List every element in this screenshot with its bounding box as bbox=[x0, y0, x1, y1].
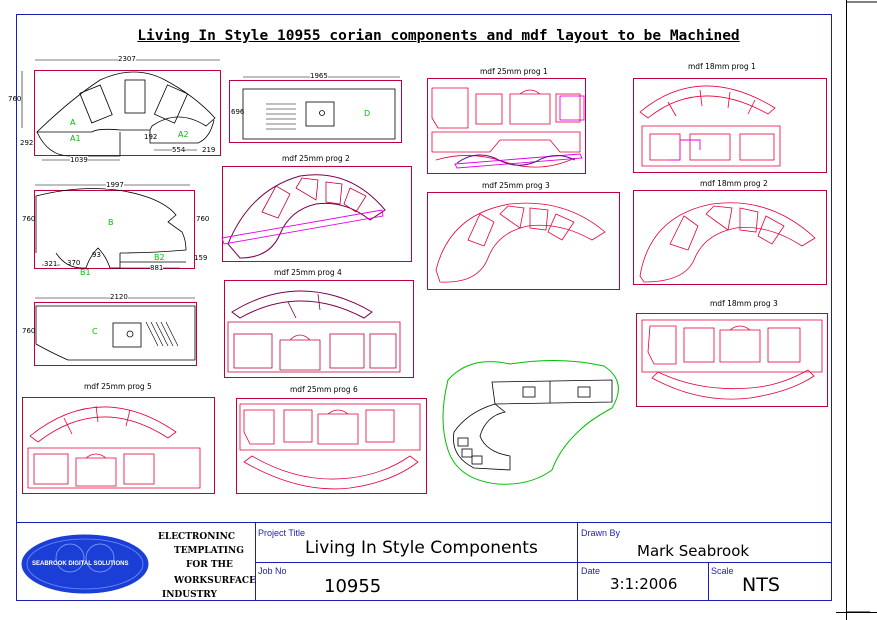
dim-c-width: 2120 bbox=[110, 293, 128, 301]
tagline-1: ELECTRONINC bbox=[158, 532, 236, 542]
project-title-label: Project Title bbox=[258, 528, 306, 538]
nest-mdf25-prog5 bbox=[22, 397, 215, 494]
company-logo bbox=[20, 533, 150, 595]
part-label-c: C bbox=[92, 327, 98, 336]
nest-mdf25-prog1 bbox=[427, 78, 586, 174]
dim-a-left-depth: 292 bbox=[20, 139, 34, 147]
dim-d-width: 1965 bbox=[310, 72, 328, 80]
sheet-border bbox=[16, 14, 832, 601]
dim-b-width: 1997 bbox=[106, 181, 124, 189]
caption-mdf18-prog3: mdf 18mm prog 3 bbox=[710, 299, 778, 308]
part-label-d: D bbox=[364, 109, 371, 118]
dim-a-right-b: 219 bbox=[202, 146, 216, 154]
dim-a-mid: 192 bbox=[144, 133, 158, 141]
part-label-a1: A1 bbox=[70, 134, 81, 143]
job-no-value: 10955 bbox=[324, 576, 382, 597]
dim-b-right-depth: 159 bbox=[194, 254, 208, 262]
dim-b-left: 321 bbox=[44, 260, 58, 268]
date-value: 3:1:2006 bbox=[610, 575, 678, 593]
part-label-a2: A2 bbox=[178, 130, 189, 139]
tagline-4: WORKSURFACE bbox=[174, 576, 256, 586]
nest-mdf18-prog3 bbox=[636, 313, 828, 407]
caption-mdf18-prog2: mdf 18mm prog 2 bbox=[700, 179, 768, 188]
dim-a-width: 2307 bbox=[118, 55, 136, 63]
drawn-by-value: Mark Seabrook bbox=[637, 542, 750, 560]
part-label-b1: B1 bbox=[80, 268, 91, 277]
part-c bbox=[34, 297, 197, 366]
dim-b-mid: 370 bbox=[67, 259, 81, 267]
job-no-label: Job No bbox=[258, 566, 287, 576]
caption-mdf18-prog1: mdf 18mm prog 1 bbox=[688, 62, 756, 71]
assembly-preview bbox=[442, 359, 619, 485]
nest-mdf25-prog4 bbox=[224, 280, 414, 378]
part-a bbox=[21, 59, 221, 161]
tagline-3: FOR THE bbox=[186, 560, 233, 570]
part-d bbox=[229, 76, 402, 143]
dim-a-bottom: 1039 bbox=[70, 156, 88, 164]
dim-b-height-left: 760 bbox=[22, 215, 36, 223]
dim-b-small: 93 bbox=[92, 251, 101, 259]
part-label-b: B bbox=[108, 218, 114, 227]
caption-mdf25-prog5: mdf 25mm prog 5 bbox=[84, 382, 152, 391]
drawn-by-label: Drawn By bbox=[581, 528, 621, 538]
caption-mdf25-prog6: mdf 25mm prog 6 bbox=[290, 385, 358, 394]
part-b bbox=[34, 184, 195, 269]
nest-mdf18-prog1 bbox=[633, 78, 827, 173]
logo-text: SEABROOK DIGITAL SOLUTIONS bbox=[32, 561, 129, 567]
tagline-5: INDUSTRY bbox=[162, 590, 217, 600]
caption-mdf25-prog4: mdf 25mm prog 4 bbox=[274, 268, 342, 277]
dim-a-height: 760 bbox=[8, 95, 22, 103]
dim-d-height: 696 bbox=[231, 108, 245, 116]
nest-mdf25-prog3 bbox=[427, 192, 620, 290]
tagline-2: TEMPLATING bbox=[174, 546, 244, 556]
caption-mdf25-prog2: mdf 25mm prog 2 bbox=[282, 154, 350, 163]
part-label-b2: B2 bbox=[154, 253, 165, 262]
caption-mdf25-prog3: mdf 25mm prog 3 bbox=[482, 181, 550, 190]
dim-b-height-right: 760 bbox=[196, 215, 210, 223]
nest-mdf18-prog2 bbox=[633, 190, 827, 285]
project-title-value: Living In Style Components bbox=[305, 538, 538, 558]
caption-mdf25-prog1: mdf 25mm prog 1 bbox=[480, 67, 548, 76]
scale-value: NTS bbox=[742, 574, 780, 596]
nest-mdf25-prog2 bbox=[221, 166, 412, 262]
dim-a-right-a: 554 bbox=[172, 146, 186, 154]
scale-label: Scale bbox=[711, 566, 734, 576]
date-label: Date bbox=[581, 566, 601, 576]
part-label-a: A bbox=[70, 118, 76, 127]
sheet-title: Living In Style 10955 corian components … bbox=[137, 28, 740, 44]
nest-mdf25-prog6 bbox=[236, 398, 427, 494]
dim-c-height: 760 bbox=[22, 327, 36, 335]
dim-b-right: 881 bbox=[150, 264, 164, 272]
